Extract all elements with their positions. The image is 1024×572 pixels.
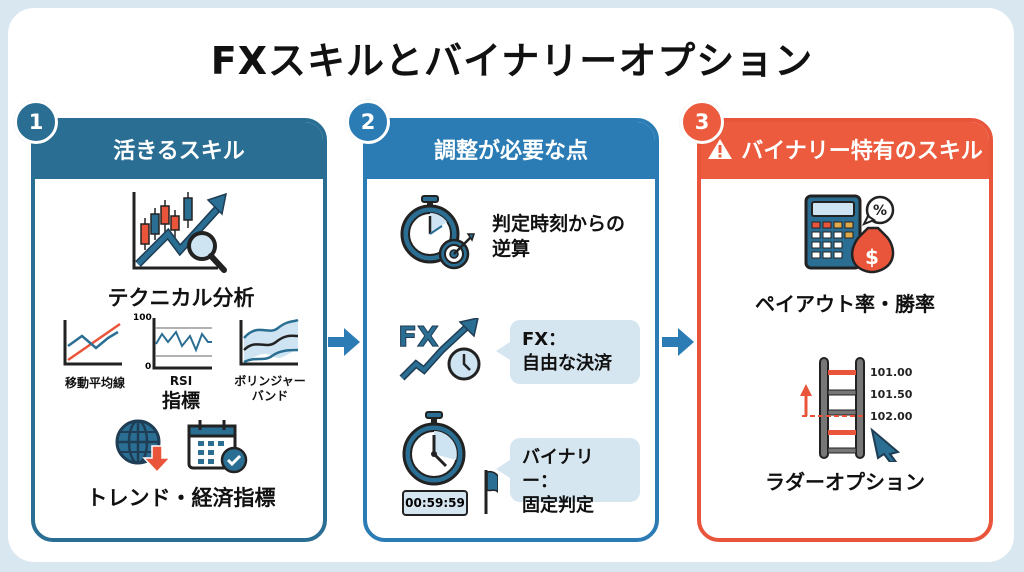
ladder-level: 101.50 xyxy=(870,388,913,401)
backcalc-line1: 判定時刻からの xyxy=(492,213,626,235)
ladder-levels: 101.00 101.50 102.00 xyxy=(870,362,912,428)
countdown-timer: 00:59:59 xyxy=(402,490,468,516)
binary-line2: 固定判定 xyxy=(522,495,594,516)
warning-icon xyxy=(708,139,733,159)
card-header-label: バイナリー特有のスキル xyxy=(741,139,983,164)
payout-winrate-label: ペイアウト率・勝率 xyxy=(755,292,935,316)
card-header-label: 調整が必要な点 xyxy=(433,139,588,164)
fx-chart-clock-icon: FX xyxy=(398,318,481,381)
binary-fixed-judgment-bubble: バイナリー： 固定判定 xyxy=(496,438,640,516)
calculator-moneybag-icon: % $ xyxy=(804,194,895,274)
step-badge-2: 2 xyxy=(346,100,390,144)
bollinger-band-icon xyxy=(239,318,299,366)
fx-line1: FX： xyxy=(522,329,567,350)
card-header: 調整が必要な点 xyxy=(367,122,655,179)
card-binary-specific-skills: バイナリー特有のスキル xyxy=(697,118,993,542)
flow-arrow-2-icon xyxy=(662,328,694,356)
rsi-axis-bottom: 0 xyxy=(145,362,152,372)
indicators-label: 指標 xyxy=(161,390,200,412)
rsi-icon xyxy=(152,318,212,370)
globe-trend-icon xyxy=(115,419,172,474)
ladder-level: 101.00 xyxy=(870,366,913,379)
step-badge-1: 1 xyxy=(14,100,58,144)
step-badge-3: 3 xyxy=(680,100,724,144)
rsi-axis-top: 100 xyxy=(133,313,152,323)
fx-icon-text: FX xyxy=(398,320,439,353)
fx-free-settlement-bubble: FX： 自由な決済 xyxy=(496,320,640,384)
page-title: FXスキルとバイナリーオプション xyxy=(210,39,814,83)
technical-analysis-icon xyxy=(132,192,227,273)
ladder-option-icon xyxy=(800,357,900,462)
fx-line2: 自由な決済 xyxy=(522,353,612,374)
trend-economic-label: トレンド・経済指標 xyxy=(86,486,276,510)
binary-line1: バイナリー： xyxy=(522,447,594,492)
bollinger-label-line2: バンド xyxy=(251,389,289,403)
rsi-label: RSI xyxy=(169,374,193,388)
stopwatch-target-icon xyxy=(400,195,476,270)
bollinger-label: ボリンジャー バンド xyxy=(228,374,312,404)
calendar-check-icon xyxy=(187,420,248,474)
moving-average-icon xyxy=(63,320,122,366)
ladder-option-label: ラダーオプション xyxy=(765,470,925,494)
dollar-symbol: $ xyxy=(865,245,879,269)
bollinger-label-line1: ボリンジャー xyxy=(234,374,306,388)
card-header: バイナリー特有のスキル xyxy=(701,122,989,179)
stopwatch-flag-icon xyxy=(402,411,498,514)
technical-analysis-label: テクニカル分析 xyxy=(107,286,255,310)
card-header-label: 活きるスキル xyxy=(113,139,245,164)
backcalc-label: 判定時刻からの 逆算 xyxy=(492,212,625,262)
percent-symbol: % xyxy=(873,203,887,219)
ladder-level: 102.00 xyxy=(870,410,913,423)
moving-average-label: 移動平均線 xyxy=(64,376,125,390)
card-header: 活きるスキル xyxy=(35,122,323,179)
backcalc-line2: 逆算 xyxy=(492,238,531,260)
flow-arrow-1-icon xyxy=(328,328,360,356)
